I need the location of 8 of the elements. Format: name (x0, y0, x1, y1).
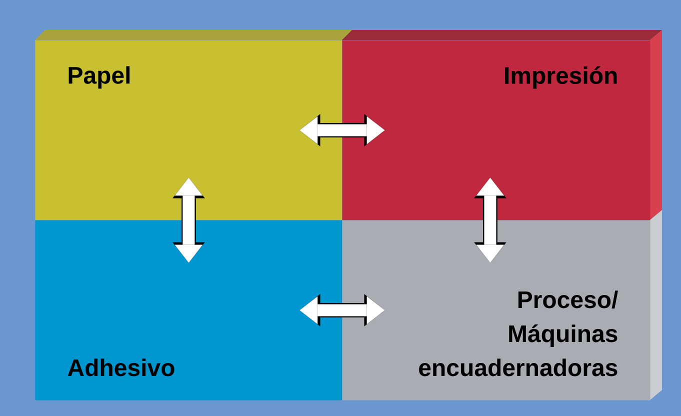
double-arrow (300, 114, 385, 146)
double-arrow (474, 178, 506, 263)
double-arrow (300, 294, 385, 326)
quadrant-box: Papel (35, 30, 352, 220)
quadrant-box: Impresión (342, 30, 662, 220)
quadrant-box: Proceso/ Máquinas encuadernadoras (342, 210, 662, 400)
double-arrow (172, 178, 205, 263)
quadrant-box: Adhesivo (35, 220, 342, 400)
